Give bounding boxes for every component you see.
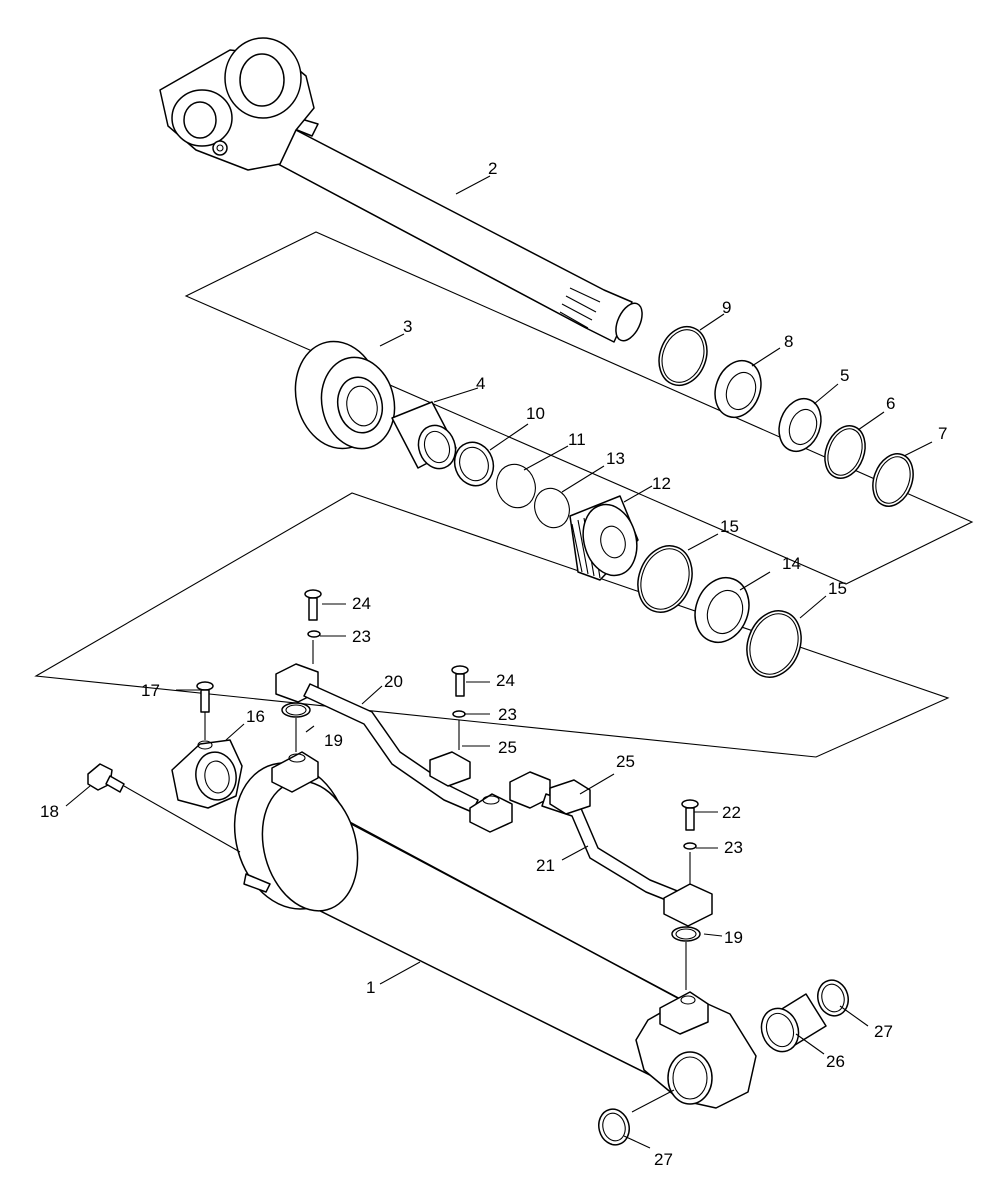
bolts-and-washers <box>304 589 699 884</box>
callout-14: 14 <box>782 554 801 573</box>
callout-8: 8 <box>784 332 793 351</box>
callout-23-a: 23 <box>352 627 371 646</box>
piston <box>569 495 639 581</box>
callout-1: 1 <box>366 978 375 997</box>
callout-23-c: 23 <box>724 838 743 857</box>
hex-bolt <box>87 763 241 853</box>
callout-26: 26 <box>826 1052 845 1071</box>
callout-27-right: 27 <box>874 1022 893 1041</box>
rod-cover <box>294 340 396 450</box>
callout-15-upper: 15 <box>720 517 739 536</box>
callout-22: 22 <box>722 803 741 822</box>
rod-seal-group-frame <box>184 231 974 585</box>
callout-16: 16 <box>246 707 265 726</box>
tube-group-frame <box>34 492 950 758</box>
bushing <box>391 401 457 470</box>
callout-6: 6 <box>886 394 895 413</box>
callout-19-lower: 19 <box>724 928 743 947</box>
callout-20: 20 <box>384 672 403 691</box>
callout-12: 12 <box>652 474 671 493</box>
callout-13: 13 <box>606 449 625 468</box>
callout-15-lower: 15 <box>828 579 847 598</box>
cylinder-tube <box>233 751 757 1109</box>
leader-lines <box>65 175 933 1149</box>
callout-5: 5 <box>840 366 849 385</box>
seal-rings-right-upper <box>658 325 914 507</box>
callout-21: 21 <box>536 856 555 875</box>
callout-2: 2 <box>488 159 497 178</box>
pipe-21 <box>509 771 713 927</box>
callout-10: 10 <box>526 404 545 423</box>
callout-23-b: 23 <box>498 705 517 724</box>
callout-17: 17 <box>141 681 160 700</box>
assembly-frames <box>34 231 974 758</box>
callout-3: 3 <box>403 317 412 336</box>
callout-24-b: 24 <box>496 671 515 690</box>
callout-18: 18 <box>40 802 59 821</box>
callout-9: 9 <box>722 298 731 317</box>
callout-labels: 2 3 4 5 6 7 8 9 10 11 12 13 14 15 15 16 … <box>40 159 947 1169</box>
set-screw <box>196 681 214 740</box>
callout-27-bottom: 27 <box>654 1150 673 1169</box>
callout-25-b: 25 <box>616 752 635 771</box>
callout-11: 11 <box>568 430 586 449</box>
seal-rings-right-lower <box>637 545 802 678</box>
pipe-20 <box>275 663 513 833</box>
callout-24-a: 24 <box>352 594 371 613</box>
callout-19-upper: 19 <box>324 731 343 750</box>
piston-nut <box>171 739 243 809</box>
piston-rod <box>159 37 643 343</box>
o-rings <box>281 702 701 990</box>
callout-4: 4 <box>476 374 485 393</box>
callout-25-a: 25 <box>498 738 517 757</box>
rear-bushing <box>760 993 827 1053</box>
callout-7: 7 <box>938 424 947 443</box>
seal-rings-left <box>453 441 570 529</box>
